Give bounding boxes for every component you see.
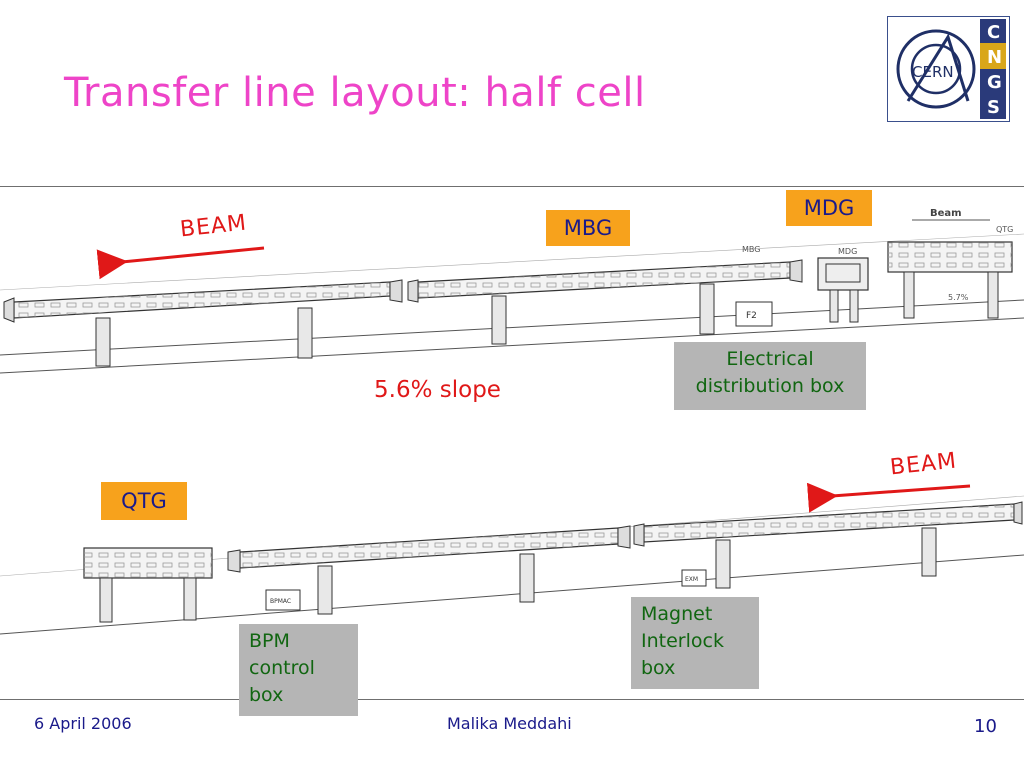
logo-letter-c: C — [987, 22, 1000, 43]
top-divider — [0, 186, 1024, 187]
magnet-interlock-box-label: Magnet Interlock box — [631, 597, 759, 689]
top-beamline: MBG MDG QTG 5.7% Beam F2 — [0, 208, 1024, 374]
footer-page-number: 10 — [974, 716, 997, 737]
drawing-mbg-text: MBG — [742, 245, 760, 254]
bottom-magnet-2 — [633, 501, 1023, 589]
logo-cern-text: CERN — [912, 63, 954, 81]
magnet-line-1: Magnet — [641, 603, 713, 625]
bottom-beamline: BPMAC EXM — [0, 482, 1024, 635]
logo-letter-g: G — [987, 72, 1002, 93]
top-magnet-mbg: MBG — [407, 245, 803, 345]
drawing-beam-text: Beam — [930, 208, 962, 219]
bpm-line-3: box — [249, 684, 284, 706]
magnet-line-2: Interlock — [641, 630, 724, 652]
slide-title: Transfer line layout: half cell — [64, 70, 646, 116]
bottom-qtg-unit — [83, 547, 213, 623]
drawing-f2-text: F2 — [746, 311, 757, 321]
drawing-exm-text: EXM — [685, 576, 698, 583]
top-magnet-1 — [3, 279, 403, 367]
f2-box: F2 — [735, 301, 773, 327]
drawing-qtg-text: QTG — [996, 225, 1013, 234]
electrical-line-1: Electrical — [726, 348, 814, 370]
top-beam-arrow — [96, 246, 265, 280]
bottom-divider — [0, 699, 1024, 700]
magnet-line-3: box — [641, 657, 676, 679]
cern-cngs-logo: CERN C N G S — [887, 16, 1010, 122]
mbg-label: MBG — [546, 210, 630, 246]
bpm-line-1: BPM — [249, 630, 290, 652]
footer-date: 6 April 2006 — [34, 714, 132, 733]
bpm-line-2: control — [249, 657, 315, 679]
drawing-bpm-text: BPMAC — [270, 598, 291, 605]
electrical-distribution-box-label: Electrical distribution box — [674, 342, 866, 410]
bottom-magnet-1 — [227, 525, 631, 615]
drawing-mdg-text: MDG — [838, 247, 857, 256]
slope-label: 5.6% slope — [374, 377, 501, 403]
bpm-control-box-label: BPM control box — [239, 624, 358, 716]
logo-letter-s: S — [987, 97, 1000, 118]
footer-author: Malika Meddahi — [447, 714, 572, 733]
bpm-small-box: BPMAC — [265, 589, 301, 611]
top-mdg-unit: MDG — [817, 247, 869, 323]
logo-letter-n: N — [987, 47, 1002, 68]
top-qtg-unit: QTG 5.7% — [887, 225, 1013, 319]
mdg-label: MDG — [786, 190, 872, 226]
exm-small-box: EXM — [681, 569, 707, 587]
bottom-beam-arrow — [806, 482, 971, 513]
electrical-line-2: distribution box — [695, 375, 845, 397]
qtg-label: QTG — [101, 482, 187, 520]
drawing-pct-text: 5.7% — [948, 293, 969, 302]
